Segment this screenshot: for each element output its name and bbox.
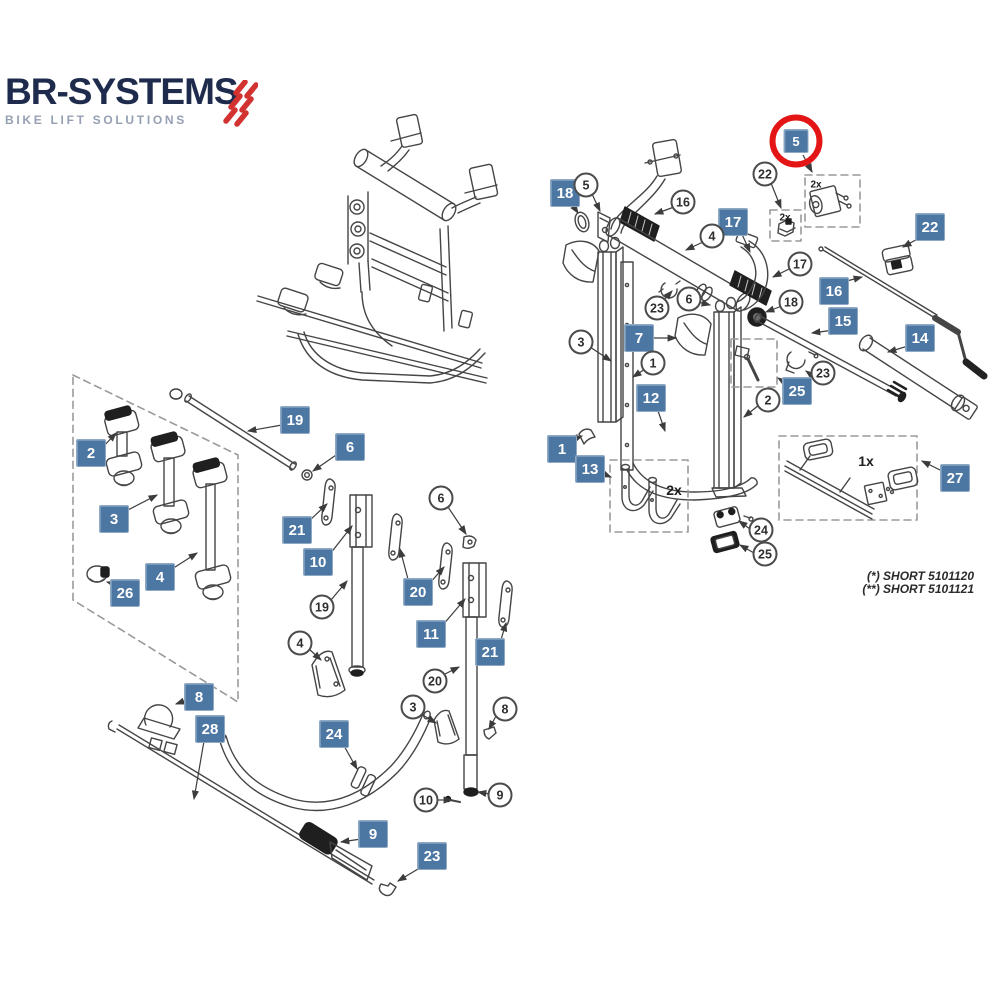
part-label-square-10[interactable]: 10	[303, 548, 333, 576]
selected-part-highlight-ring	[769, 114, 823, 168]
quantity-note: 2x	[779, 212, 791, 224]
part-label-square-16[interactable]: 16	[819, 277, 849, 305]
part-label-circle-3[interactable]: 3	[568, 329, 594, 355]
part-label-square-12[interactable]: 12	[636, 384, 666, 412]
part-label-square-15[interactable]: 15	[828, 307, 858, 335]
part-label-square-2[interactable]: 2	[76, 439, 106, 467]
footnotes: (*) SHORT 5101120 (**) SHORT 5101121	[828, 570, 974, 596]
part-label-square-28[interactable]: 28	[195, 715, 225, 743]
part-label-square-19[interactable]: 19	[280, 406, 310, 434]
part-label-square-11[interactable]: 11	[416, 620, 446, 648]
part-label-circle-19[interactable]: 19	[309, 594, 335, 620]
part-label-circle-4[interactable]: 4	[699, 223, 725, 249]
part-label-square-26[interactable]: 26	[110, 579, 140, 607]
quantity-note: 2x	[666, 482, 682, 498]
part-label-square-21[interactable]: 21	[282, 516, 312, 544]
footnote-short-1: (*) SHORT 5101120	[867, 569, 974, 583]
part-label-circle-18[interactable]: 18	[778, 289, 804, 315]
assembled-rack-drawing	[256, 113, 499, 384]
part-label-square-1[interactable]: 1	[547, 435, 577, 463]
part-label-circle-9[interactable]: 9	[487, 782, 513, 808]
part-label-circle-3[interactable]: 3	[400, 694, 426, 720]
part-label-square-7[interactable]: 7	[624, 324, 654, 352]
part-label-circle-20[interactable]: 20	[422, 668, 448, 694]
logo-slashes-icon	[223, 80, 258, 127]
part-label-square-8[interactable]: 8	[184, 683, 214, 711]
part-label-circle-17[interactable]: 17	[787, 251, 813, 277]
part-label-square-14[interactable]: 14	[905, 324, 935, 352]
part-label-square-21[interactable]: 21	[475, 638, 505, 666]
part-label-circle-24[interactable]: 24	[748, 517, 774, 543]
quantity-note: 1x	[858, 453, 874, 469]
part-label-square-22[interactable]: 22	[915, 213, 945, 241]
part-label-square-6[interactable]: 6	[335, 433, 365, 461]
part-label-circle-8[interactable]: 8	[492, 696, 518, 722]
logo-title: BR-SYSTEMS	[5, 71, 239, 112]
part-label-circle-25[interactable]: 25	[752, 541, 778, 567]
part-label-circle-23[interactable]: 23	[644, 295, 670, 321]
part-label-circle-1[interactable]: 1	[640, 350, 666, 376]
part-label-square-4[interactable]: 4	[145, 563, 175, 591]
part-label-circle-10[interactable]: 10	[413, 787, 439, 813]
footnote-short-2: (**) SHORT 5101121	[862, 582, 974, 596]
exploded-parts-left	[72, 374, 513, 897]
part-label-circle-22[interactable]: 22	[752, 161, 778, 187]
part-label-circle-16[interactable]: 16	[670, 189, 696, 215]
exploded-parts-right	[609, 174, 988, 533]
part-label-circle-4[interactable]: 4	[287, 630, 313, 656]
part-label-square-25[interactable]: 25	[782, 377, 812, 405]
part-label-square-3[interactable]: 3	[99, 505, 129, 533]
part-label-circle-6[interactable]: 6	[428, 485, 454, 511]
logo-subtitle: BIKE LIFT SOLUTIONS	[5, 113, 187, 127]
part-label-circle-6[interactable]: 6	[676, 286, 702, 312]
quantity-note: 2x	[810, 179, 822, 191]
part-label-circle-2[interactable]: 2	[755, 387, 781, 413]
part-label-square-24[interactable]: 24	[319, 720, 349, 748]
brand-logo: BR-SYSTEMS BIKE LIFT SOLUTIONS	[5, 71, 239, 127]
part-label-circle-5[interactable]: 5	[573, 172, 599, 198]
part-label-square-13[interactable]: 13	[575, 455, 605, 483]
part-label-square-17[interactable]: 17	[718, 208, 748, 236]
part-label-square-23[interactable]: 23	[417, 842, 447, 870]
part-label-square-27[interactable]: 27	[940, 464, 970, 492]
part-label-square-20[interactable]: 20	[403, 578, 433, 606]
part-label-square-9[interactable]: 9	[358, 820, 388, 848]
part-label-circle-23[interactable]: 23	[810, 360, 836, 386]
